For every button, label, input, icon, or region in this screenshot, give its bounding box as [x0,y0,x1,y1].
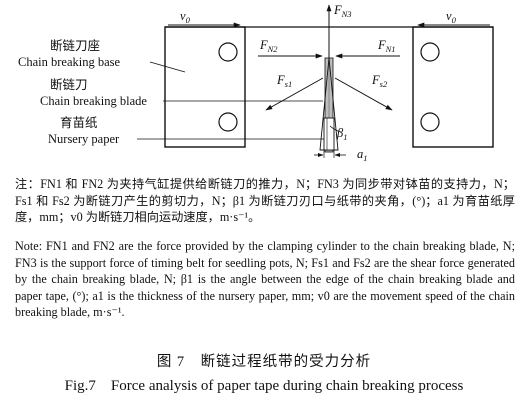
label-base-zh: 断链刀座 [50,38,100,53]
right-blade-base [412,26,494,148]
force-analysis-diagram: v0 v0 β1 a1 FN3 FN2 FN1 Fs1 Fs2 断链刀座 Cha… [18,3,494,163]
beta-angle-label: β1 [336,126,347,142]
label-paper-zh: 育苗纸 [60,115,98,130]
beta-angle-arc [329,125,342,133]
right-base-hole-top [420,42,440,62]
figure-caption-english: Fig.7 Force analysis of paper tape durin… [64,378,464,394]
force-n1-label: FN1 [377,38,396,54]
velocity-right-label: v0 [446,9,457,25]
left-base-hole-bottom [218,112,238,132]
label-paper-en: Nursery paper [48,132,120,146]
leader-base [149,61,186,73]
force-n3-label: FN3 [333,3,352,19]
label-blade-zh: 断链刀 [50,77,88,92]
label-blade-en: Chain breaking blade [40,94,147,108]
force-s2-label: Fs2 [371,73,388,89]
force-s1-label: Fs1 [276,73,292,89]
thickness-label: a1 [357,147,368,163]
note-chinese: 注：FN1 和 FN2 为夹持气缸提供给断链刀的推力，N；FN3 为同步带对钵苗… [15,177,515,224]
left-blade-base [164,26,246,148]
force-s1-arrow [265,77,324,111]
nursery-paper [323,117,335,151]
force-n2-label: FN2 [259,38,278,54]
right-base-hole-bottom [420,112,440,132]
figure-caption-chinese: 图 7 断链过程纸带的受力分析 [156,354,372,370]
velocity-left-label: v0 [180,9,191,25]
force-s2-arrow [334,77,393,111]
label-base-en: Chain breaking base [18,55,121,69]
left-base-hole-top [218,42,238,62]
note-english: Note: FN1 and FN2 are the force provided… [15,239,515,319]
